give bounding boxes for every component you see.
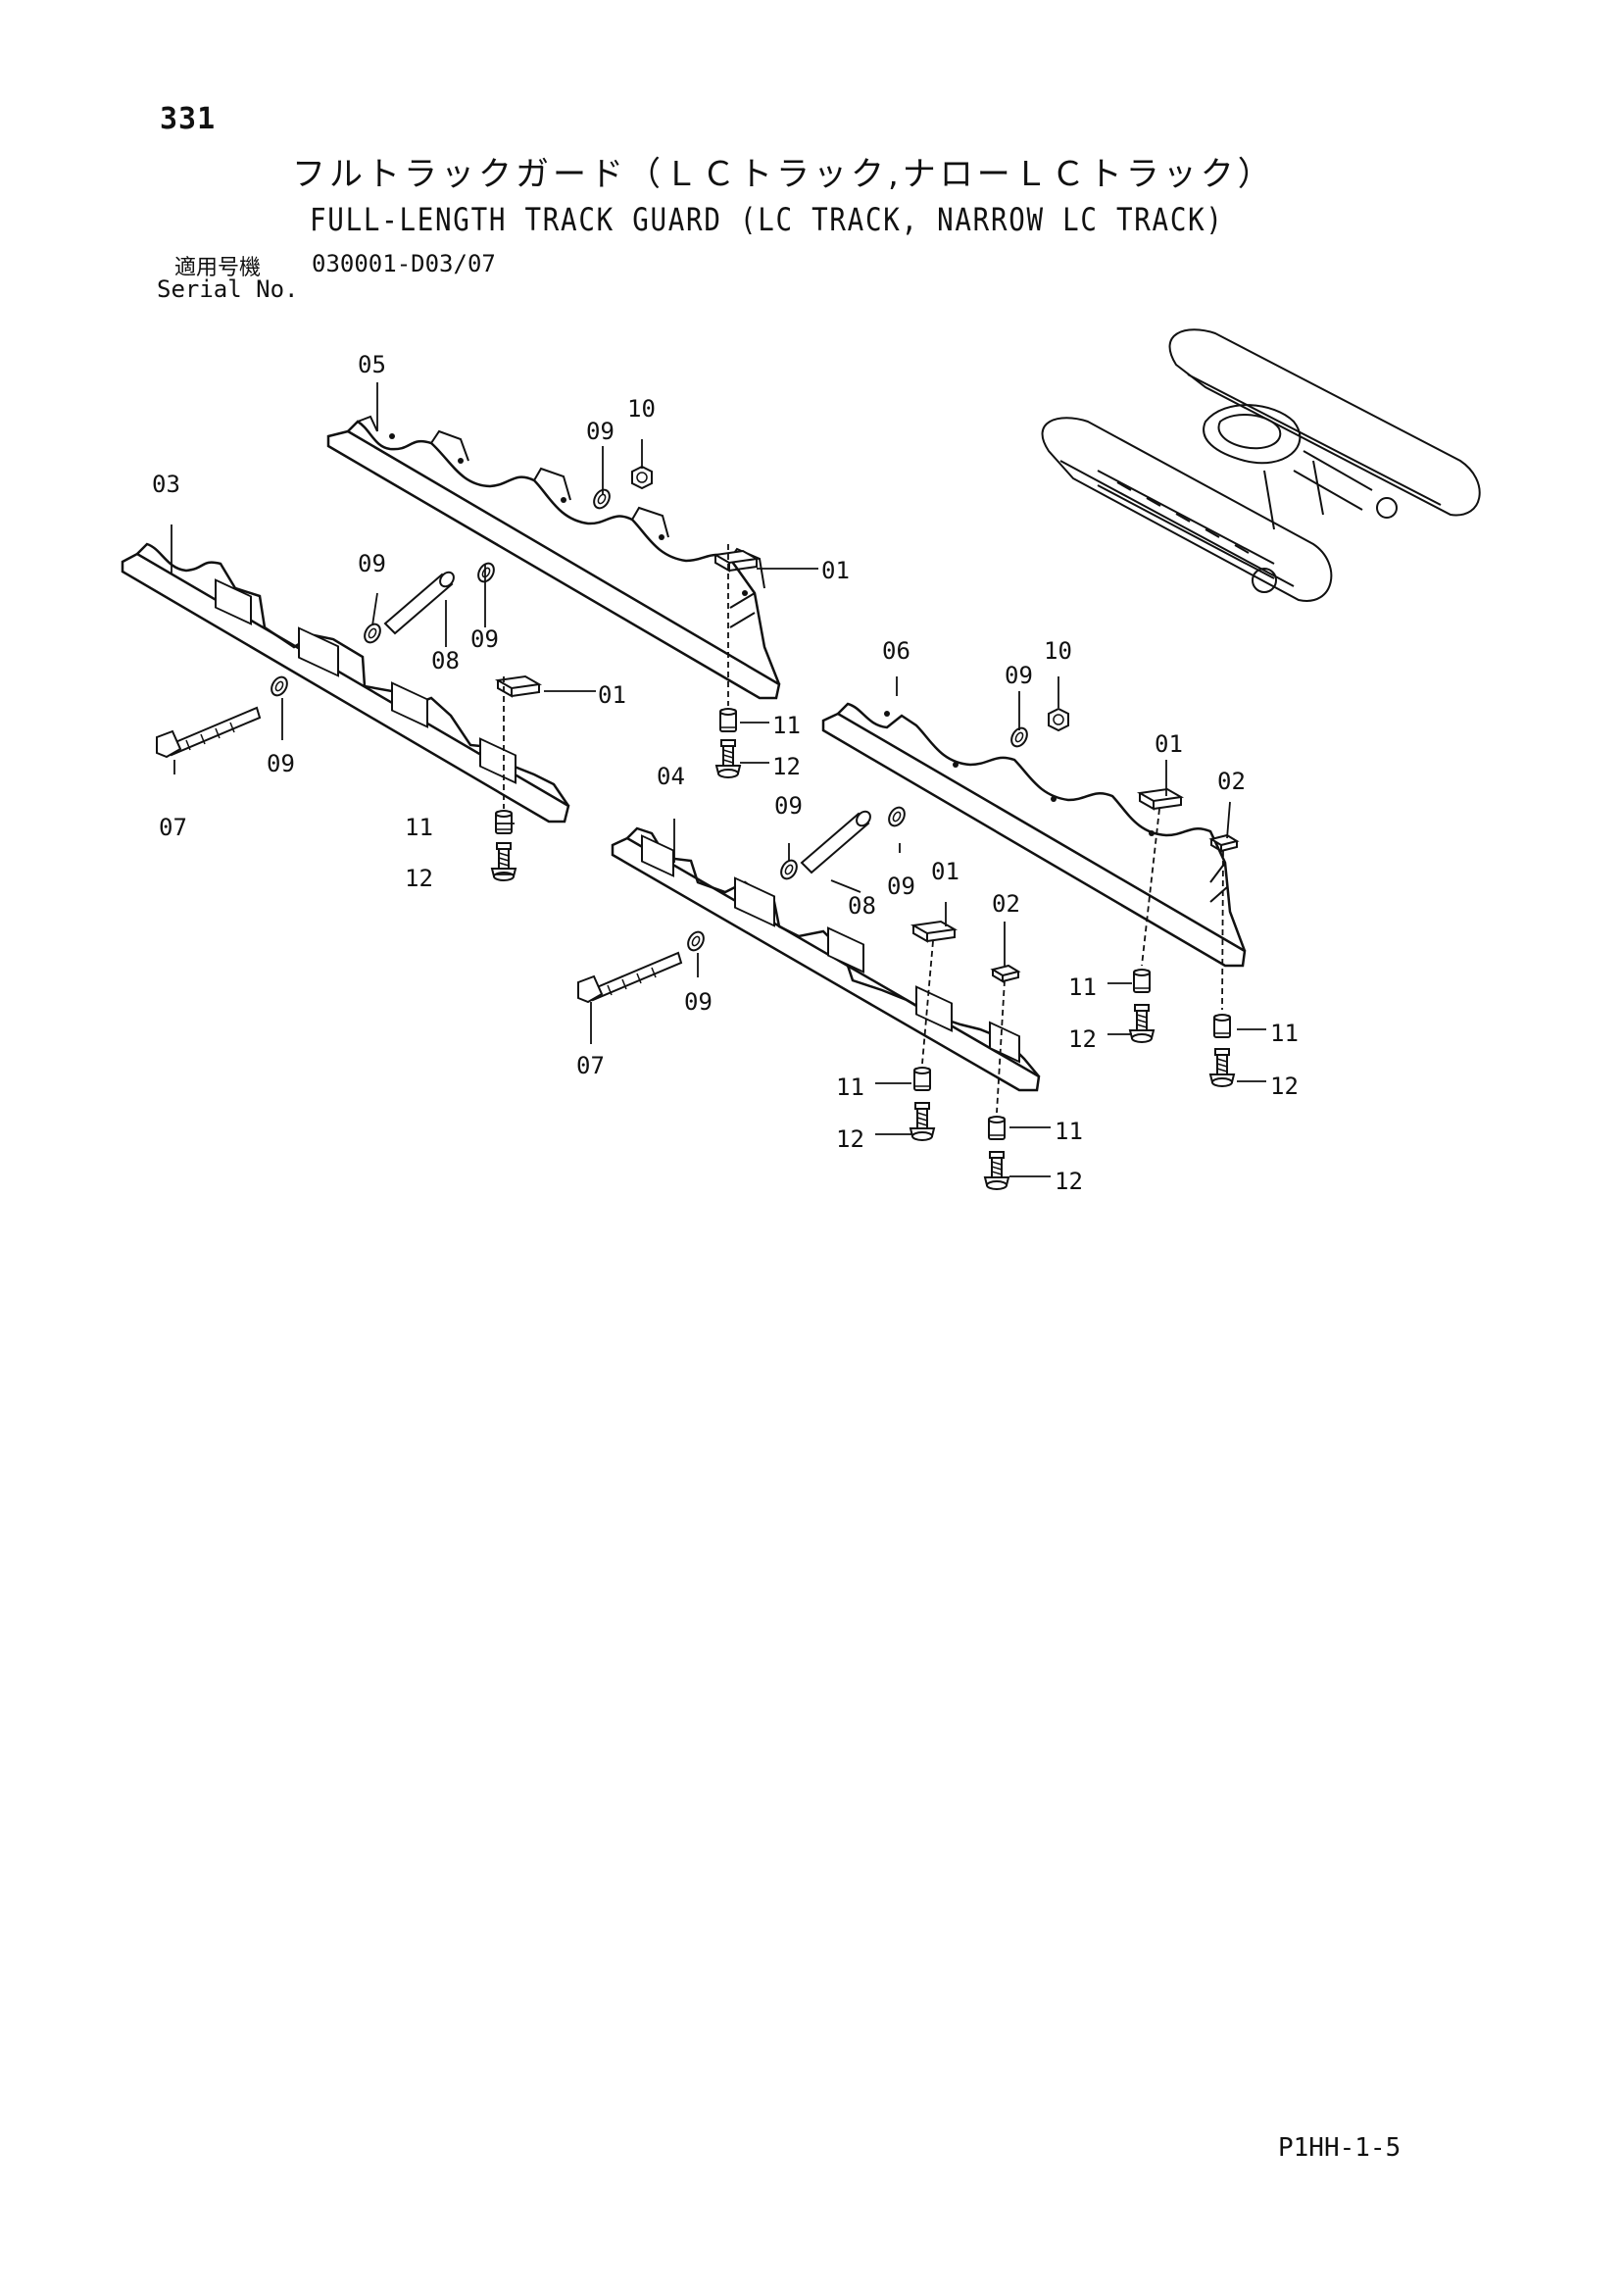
callout-01: 01 (931, 858, 959, 885)
undercarriage-icon (1041, 328, 1481, 602)
callout-09: 09 (470, 625, 499, 653)
callout-09: 09 (774, 792, 803, 820)
callout-09: 09 (887, 873, 915, 900)
callout-12: 12 (772, 753, 801, 780)
callout-09: 09 (267, 750, 295, 777)
plate-icon (497, 550, 1182, 942)
hex-nut-icon (631, 466, 1069, 731)
callout-02: 02 (992, 890, 1020, 918)
serial-label-japanese: 適用号機 (174, 256, 262, 280)
callout-12: 12 (836, 1125, 864, 1153)
callout-labels: 05 03 09 10 09 08 09 01 01 09 07 11 12 1… (152, 351, 1299, 1195)
page-code: P1HH-1-5 (1278, 2133, 1402, 2163)
track-guard-03 (121, 542, 570, 824)
track-guard-06 (821, 702, 1247, 968)
callout-09: 09 (586, 418, 615, 445)
callout-12: 12 (1270, 1073, 1299, 1100)
callout-10: 10 (627, 395, 656, 423)
callout-12: 12 (405, 865, 433, 892)
page-title-english: FULL-LENGTH TRACK GUARD (LC TRACK, NARRO… (310, 201, 1224, 238)
callout-08: 08 (848, 892, 876, 920)
plate-small-icon (992, 834, 1238, 982)
callout-07: 07 (159, 814, 187, 841)
callout-12: 12 (1055, 1168, 1083, 1195)
callout-01: 01 (821, 557, 850, 584)
callout-02: 02 (1217, 768, 1246, 795)
callout-09: 09 (358, 550, 386, 577)
callout-11: 11 (836, 1073, 864, 1101)
callout-09: 09 (684, 988, 713, 1016)
callout-07: 07 (576, 1052, 605, 1079)
callout-05: 05 (358, 351, 386, 378)
callout-04: 04 (657, 763, 685, 790)
callout-12: 12 (1068, 1025, 1097, 1053)
callout-09: 09 (1005, 662, 1033, 689)
callout-11: 11 (1068, 973, 1097, 1001)
serial-label-english: Serial No. (157, 275, 299, 303)
callout-01: 01 (598, 681, 626, 709)
page-title-japanese: フルトラックガード（ＬＣトラック,ナローＬＣトラック） (292, 155, 1275, 194)
callout-08: 08 (431, 647, 460, 674)
serial-value: 030001-D03/07 (312, 250, 496, 277)
callout-11: 11 (772, 712, 801, 739)
callout-10: 10 (1044, 637, 1072, 665)
hex-bolt-icon (156, 706, 683, 1004)
callout-11: 11 (1270, 1020, 1299, 1047)
callout-01: 01 (1155, 730, 1183, 758)
track-guard-05 (326, 415, 781, 700)
callout-06: 06 (882, 637, 910, 665)
page-number: 331 (160, 102, 217, 136)
track-guard-04 (611, 826, 1041, 1092)
callout-03: 03 (152, 471, 180, 498)
leader-lines (171, 382, 1266, 1177)
callout-11: 11 (405, 814, 433, 841)
callout-11: 11 (1055, 1118, 1083, 1145)
